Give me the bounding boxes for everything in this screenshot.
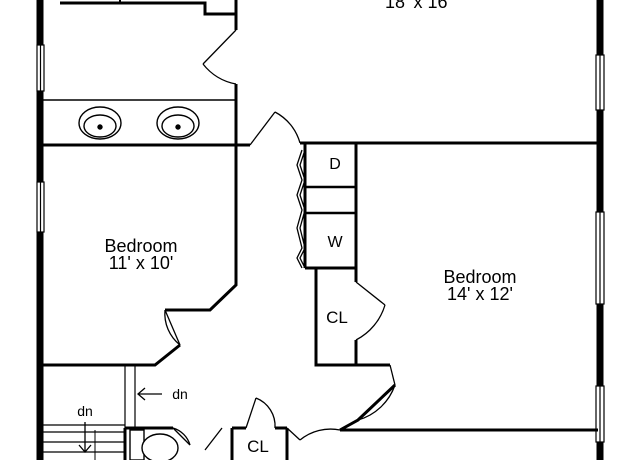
bedroom-right-name: Bedroom xyxy=(443,267,516,287)
sink-icon xyxy=(156,106,200,140)
arrow-down-icon xyxy=(78,422,92,453)
closet-right-wall xyxy=(314,268,356,367)
exterior-walls xyxy=(36,0,604,460)
closet-right-door-leaf xyxy=(355,281,386,306)
washer-label: W xyxy=(327,234,343,251)
sink-icon xyxy=(78,106,122,140)
top-left-fixture-wall xyxy=(60,0,238,16)
bedroom-right-door-leaf xyxy=(389,364,396,386)
bath-door-leaf xyxy=(202,29,237,65)
bedroom-left-door-leaf xyxy=(164,309,181,346)
bedroom-left-name: Bedroom xyxy=(104,236,177,256)
top-room-door-leaf xyxy=(249,111,276,146)
bedroom-right-dims: 14' x 12' xyxy=(447,284,513,304)
stairs-down-label-1: dn xyxy=(172,386,188,402)
stairs xyxy=(42,365,136,460)
closet-right-label: CL xyxy=(326,308,348,327)
closet-bottom-label: CL xyxy=(247,437,269,456)
bedroom-left-right-wall xyxy=(165,145,238,312)
top-room-dims: 18' x 16' xyxy=(385,0,451,12)
bedroom-left-dims: 11' x 10' xyxy=(109,253,174,273)
windows xyxy=(36,44,605,443)
bedroom-left-bottom-wall xyxy=(42,343,181,367)
toilet-icon xyxy=(129,429,179,460)
laundry-bifold-doors xyxy=(296,149,306,269)
arrow-left-icon xyxy=(137,387,162,401)
stairs-down-label-2: dn xyxy=(77,403,93,419)
door-swings xyxy=(164,29,396,451)
dryer-label: D xyxy=(329,156,341,173)
